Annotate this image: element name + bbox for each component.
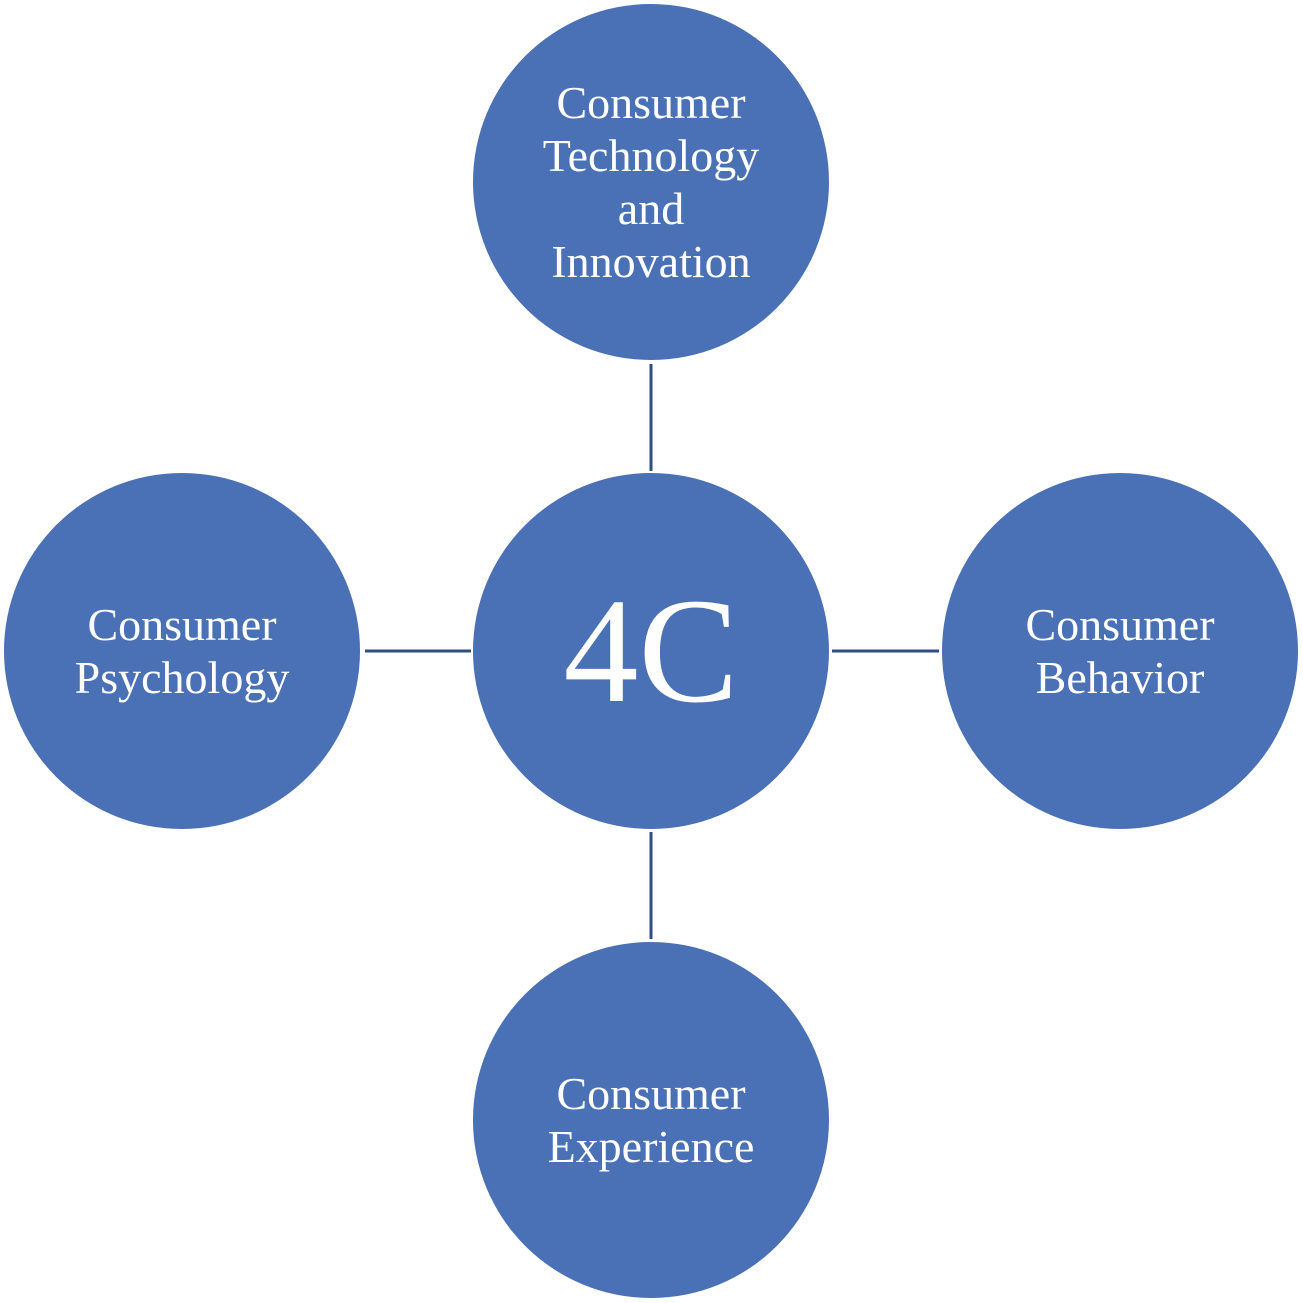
node-consumer-technology-innovation: Consumer Technology and Innovation [473,4,829,360]
node-label: Consumer Technology and Innovation [542,77,760,287]
node-consumer-experience: Consumer Experience [473,942,829,1298]
hub-node-4c: 4C [473,473,829,829]
node-consumer-behavior: Consumer Behavior [942,473,1298,829]
node-label: Consumer Behavior [1025,599,1215,703]
hub-label: 4C [563,568,739,734]
node-label: Consumer Psychology [74,599,290,703]
node-label: Consumer Experience [547,1068,755,1172]
node-consumer-psychology: Consumer Psychology [4,473,360,829]
